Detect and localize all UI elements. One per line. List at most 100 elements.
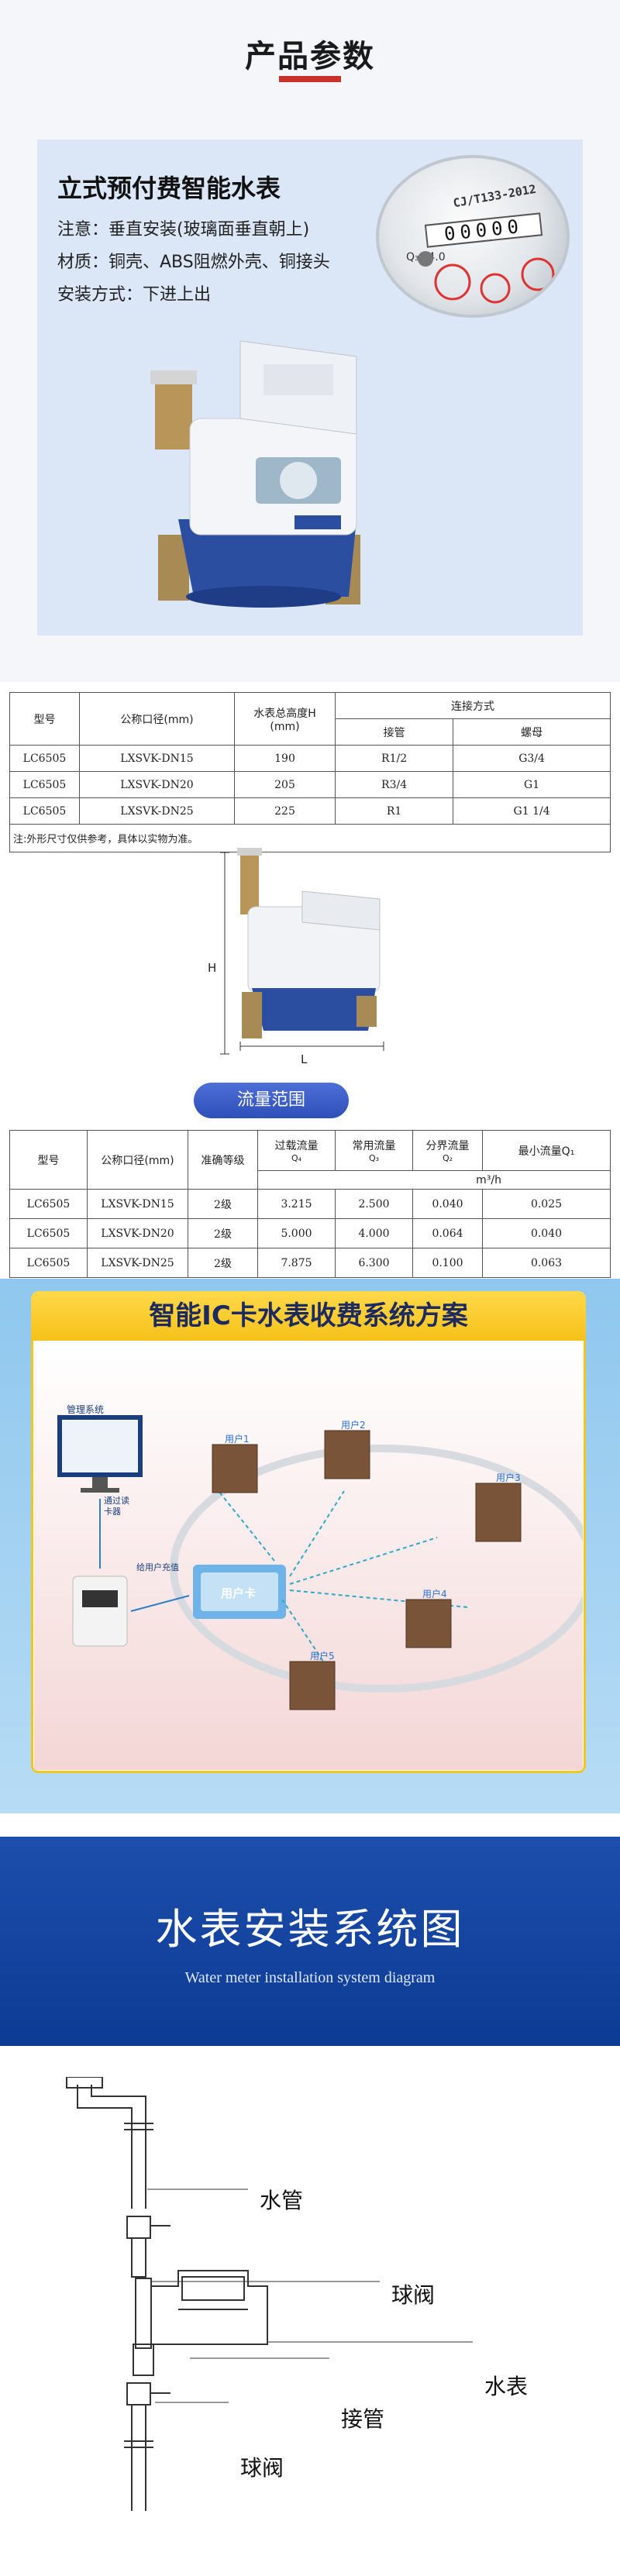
flow-range-badge: 流量范围 [194, 1083, 349, 1118]
cell-diameter: LXSVK-DN20 [87, 1218, 188, 1248]
label-ball-valve-bottom: 球阀 [240, 2455, 284, 2481]
th-q2-label: 分界流量 [425, 1140, 470, 1152]
cell-height: 225 [234, 797, 336, 825]
cell-diameter: LXSVK-DN25 [79, 797, 235, 825]
cell-q4: 5.000 [257, 1218, 336, 1248]
th-diameter: 公称口径(mm) [87, 1130, 188, 1190]
th-q4-label: 过载流量 [274, 1140, 319, 1152]
cell-height: 190 [234, 745, 336, 772]
user-label-4: 用户4 [422, 1589, 447, 1600]
table-row: LC6505 LXSVK-DN20 205 R3/4 G1 [9, 771, 611, 798]
th-pipe: 接管 [334, 718, 454, 746]
th-height: 水表总高度H (mm) [234, 692, 336, 746]
spec-install-method: 安装方式：下进上出 [57, 285, 212, 305]
meter-dial-closeup: CJ/T133-2012 00000 Q₃=4.0 [376, 155, 570, 318]
cell-grade: 2级 [188, 1189, 258, 1219]
cell-model: LC6505 [9, 771, 80, 798]
install-banner [0, 1837, 620, 2046]
cell-q2: 0.040 [412, 1189, 483, 1219]
length-label: L [301, 1052, 308, 1066]
ic-card-title: 智能IC卡水表收费系统方案 [31, 1291, 586, 1341]
table-row: LC6505 LXSVK-DN15 2级 3.215 2.500 0.040 0… [9, 1189, 611, 1219]
dimension-drawing [220, 848, 384, 1055]
th-nut: 螺母 [453, 718, 611, 746]
table-note: 注:外形尺寸仅供参考，具体以实物为准。 [9, 824, 611, 852]
table-row: LC6505 LXSVK-DN15 190 R1/2 G3/4 [9, 745, 611, 772]
th-height-unit: (mm) [270, 720, 300, 733]
cell-q1: 0.040 [482, 1218, 611, 1248]
product-params-section: 产品参数 立式预付费智能水表 注意：垂直安装(玻璃面垂直朝上) 材质：铜壳、AB… [0, 0, 620, 682]
dimension-table: 型号 公称口径(mm) 水表总高度H (mm) 连接方式 接管 螺母 LC650… [9, 692, 611, 852]
title-underline [279, 76, 341, 82]
cell-model: LC6505 [9, 797, 80, 825]
cell-nut: G1 1/4 [453, 797, 611, 825]
th-q3: 常用流量 Q₃ [335, 1130, 413, 1171]
label-joint: 接管 [341, 2406, 385, 2432]
user-label-5: 用户5 [310, 1651, 335, 1662]
cell-diameter: LXSVK-DN15 [79, 745, 235, 772]
install-diagram [66, 2077, 473, 2511]
th-q2-sym: Q₂ [442, 1153, 453, 1163]
user-label-1: 用户1 [225, 1434, 250, 1445]
cell-model: LC6505 [9, 745, 80, 772]
cell-pipe: R3/4 [334, 771, 454, 798]
install-title: 水表安装系统图 [155, 1905, 465, 1954]
user-label-3: 用户3 [496, 1472, 521, 1483]
label-ball-valve-top: 球阀 [391, 2282, 436, 2308]
cell-grade: 2级 [188, 1248, 258, 1278]
cell-q3: 4.000 [335, 1218, 413, 1248]
cell-q1: 0.063 [482, 1248, 611, 1278]
cell-diameter: LXSVK-DN15 [87, 1189, 188, 1219]
th-q3-label: 常用流量 [352, 1140, 396, 1152]
th-grade: 准确等级 [188, 1130, 258, 1190]
height-label: H [208, 961, 217, 975]
reader-label: 通过读卡器 [104, 1496, 129, 1517]
cell-q4: 3.215 [257, 1189, 336, 1219]
cell-q2: 0.064 [412, 1218, 483, 1248]
spec-material: 材质：铜壳、ABS阻燃外壳、铜接头 [57, 253, 330, 272]
cell-q1: 0.025 [482, 1189, 611, 1219]
product-name: 立式预付费智能水表 [57, 174, 281, 203]
cell-model: LC6505 [9, 1189, 88, 1219]
label-meter: 水表 [484, 2374, 529, 2399]
th-diameter: 公称口径(mm) [79, 692, 235, 746]
cell-pipe: R1 [334, 797, 454, 825]
cell-q3: 2.500 [335, 1189, 413, 1219]
cell-nut: G1 [453, 771, 611, 798]
cell-pipe: R1/2 [334, 745, 454, 772]
cell-q3: 6.300 [335, 1248, 413, 1278]
table-row: LC6505 LXSVK-DN20 2级 5.000 4.000 0.064 0… [9, 1218, 611, 1248]
cell-diameter: LXSVK-DN25 [87, 1248, 188, 1278]
spec-install-direction: 注意：垂直安装(玻璃面垂直朝上) [57, 220, 310, 239]
cell-model: LC6505 [9, 1248, 88, 1278]
cell-grade: 2级 [188, 1218, 258, 1248]
section-title: 产品参数 [245, 39, 375, 74]
th-height-label: 水表总高度H [253, 707, 316, 720]
cell-q2: 0.100 [412, 1248, 483, 1278]
water-meter-photo [150, 340, 360, 608]
label-pipe: 水管 [260, 2188, 304, 2213]
mgmt-system-label: 管理系统 [67, 1404, 105, 1415]
table-row: LC6505 LXSVK-DN25 2级 7.875 6.300 0.100 0… [9, 1248, 611, 1278]
dial-gears-icon [418, 251, 555, 304]
cell-model: LC6505 [9, 1218, 88, 1248]
th-q2: 分界流量 Q₂ [412, 1130, 483, 1171]
cell-height: 205 [234, 771, 336, 798]
flow-table: 型号 公称口径(mm) 准确等级 过载流量 Q₄ 常用流量 Q₃ 分界流量 Q₂… [9, 1130, 611, 1278]
cell-nut: G3/4 [453, 745, 611, 772]
recharge-label: 给用户充值 [136, 1562, 179, 1572]
ic-card-system-diagram [34, 1344, 583, 1770]
th-q4: 过载流量 Q₄ [257, 1130, 336, 1171]
user-card-label: 用户卡 [221, 1586, 257, 1600]
install-subtitle: Water meter installation system diagram [184, 1969, 436, 1986]
th-unit: m³/h [257, 1170, 611, 1190]
th-q1: 最小流量Q₁ [482, 1130, 611, 1171]
th-q4-sym: Q₄ [291, 1153, 302, 1163]
table-row: LC6505 LXSVK-DN25 225 R1 G1 1/4 [9, 797, 611, 825]
th-model: 型号 [9, 1130, 88, 1190]
th-q3-sym: Q₃ [368, 1153, 380, 1163]
cell-q4: 7.875 [257, 1248, 336, 1278]
user-label-2: 用户2 [341, 1420, 366, 1431]
th-model: 型号 [9, 692, 80, 746]
cell-diameter: LXSVK-DN20 [79, 771, 235, 798]
